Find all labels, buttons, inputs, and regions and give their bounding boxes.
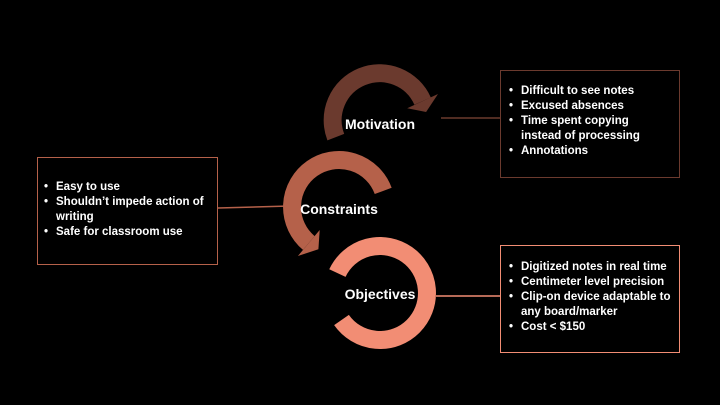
constraints-item: Easy to use bbox=[44, 180, 211, 195]
objectives-item: Digitized notes in real time bbox=[509, 260, 671, 275]
motivation-item: Excused absences bbox=[509, 99, 671, 114]
constraints-item: Safe for classroom use bbox=[44, 225, 211, 240]
arrowhead-constraints bbox=[297, 230, 320, 256]
motivation-box: Difficult to see notes Excused absences … bbox=[500, 70, 680, 178]
arrowhead-motivation bbox=[407, 94, 438, 112]
stage-label-objectives: Objectives bbox=[345, 286, 416, 302]
motivation-item: Annotations bbox=[509, 144, 671, 159]
constraints-item: Shouldn’t impede action of writing bbox=[44, 195, 211, 225]
connector-line-constraints bbox=[217, 205, 291, 209]
ring-arc-constraints bbox=[283, 151, 392, 250]
ring-arc-motivation bbox=[323, 64, 431, 141]
objectives-item: Centimeter level precision bbox=[509, 275, 671, 290]
ring-constraints bbox=[283, 151, 392, 256]
objectives-box: Digitized notes in real time Centimeter … bbox=[500, 245, 680, 353]
motivation-list: Difficult to see notes Excused absences … bbox=[509, 84, 671, 159]
constraints-box: Easy to use Shouldn’t impede action of w… bbox=[37, 157, 218, 265]
motivation-item: Time spent copying instead of processing bbox=[509, 114, 671, 144]
stage-label-motivation: Motivation bbox=[345, 116, 415, 132]
objectives-list: Digitized notes in real time Centimeter … bbox=[509, 260, 671, 335]
stage-label-constraints: Constraints bbox=[300, 201, 378, 217]
constraints-list: Easy to use Shouldn’t impede action of w… bbox=[44, 180, 211, 240]
objectives-item: Clip-on device adaptable to any board/ma… bbox=[509, 290, 671, 320]
motivation-item: Difficult to see notes bbox=[509, 84, 671, 99]
ring-objectives bbox=[329, 237, 436, 349]
objectives-item: Cost < $150 bbox=[509, 320, 671, 335]
ring-arc-objectives bbox=[329, 237, 436, 349]
ring-motivation bbox=[323, 64, 438, 141]
